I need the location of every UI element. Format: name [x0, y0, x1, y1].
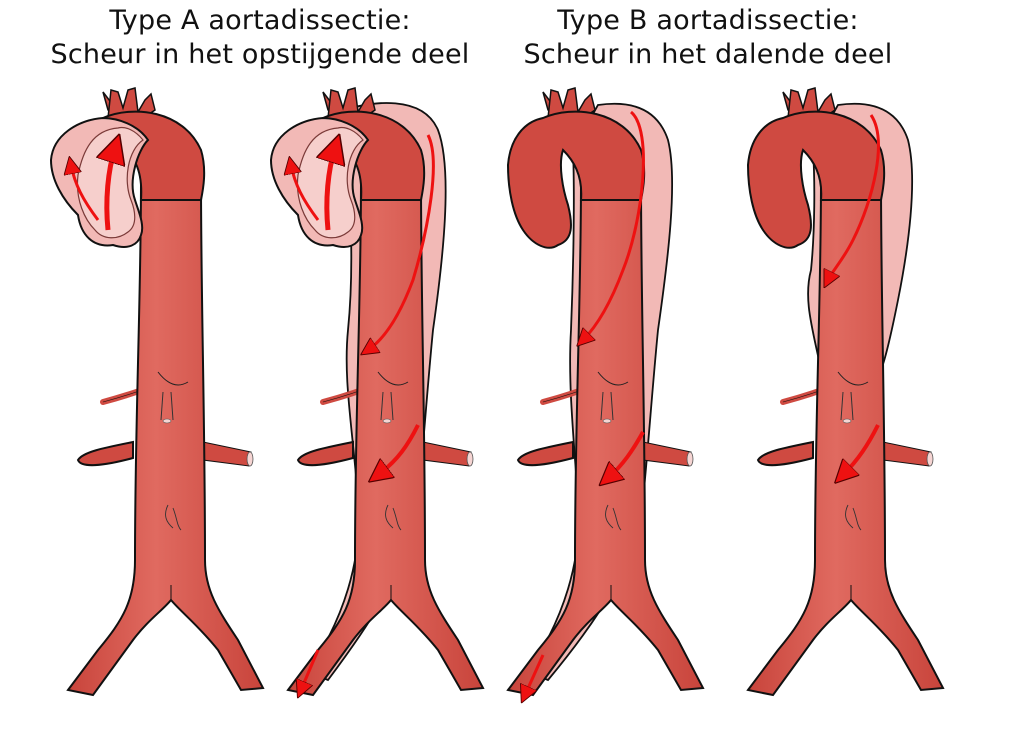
flow-arrow: [291, 165, 320, 221]
type-a-title-line2: Scheur in het opstijgende deel: [50, 39, 470, 70]
flow-arrow: [71, 165, 100, 221]
flow-arrow: [107, 148, 115, 231]
type-a-title: Type A aortadissectie: Scheur in het ops…: [20, 4, 500, 72]
aorta-figure-type-a-1: [49, 87, 263, 695]
aorta-figure-type-b-2: [748, 87, 943, 695]
flow-arrow: [525, 654, 545, 695]
flow-arrow: [327, 148, 335, 231]
type-a-title-line1: Type A aortadissectie:: [109, 5, 411, 36]
type-b-title-line2: Scheur in het dalende deel: [523, 39, 893, 70]
type-b-title-line1: Type B aortadissectie:: [557, 5, 859, 36]
type-b-title: Type B aortadissectie: Scheur in het dal…: [498, 4, 918, 72]
aorta-figure-type-b-1: [508, 87, 703, 695]
flow-arrow: [828, 114, 880, 280]
flow-arrow: [301, 649, 320, 690]
flow-arrow: [608, 431, 645, 478]
flow-arrow: [368, 134, 435, 350]
aorta-figure-type-a-2: [269, 87, 483, 695]
flow-arrow: [843, 424, 880, 475]
flow-arrow: [583, 110, 645, 340]
flow-arrow: [378, 424, 420, 475]
